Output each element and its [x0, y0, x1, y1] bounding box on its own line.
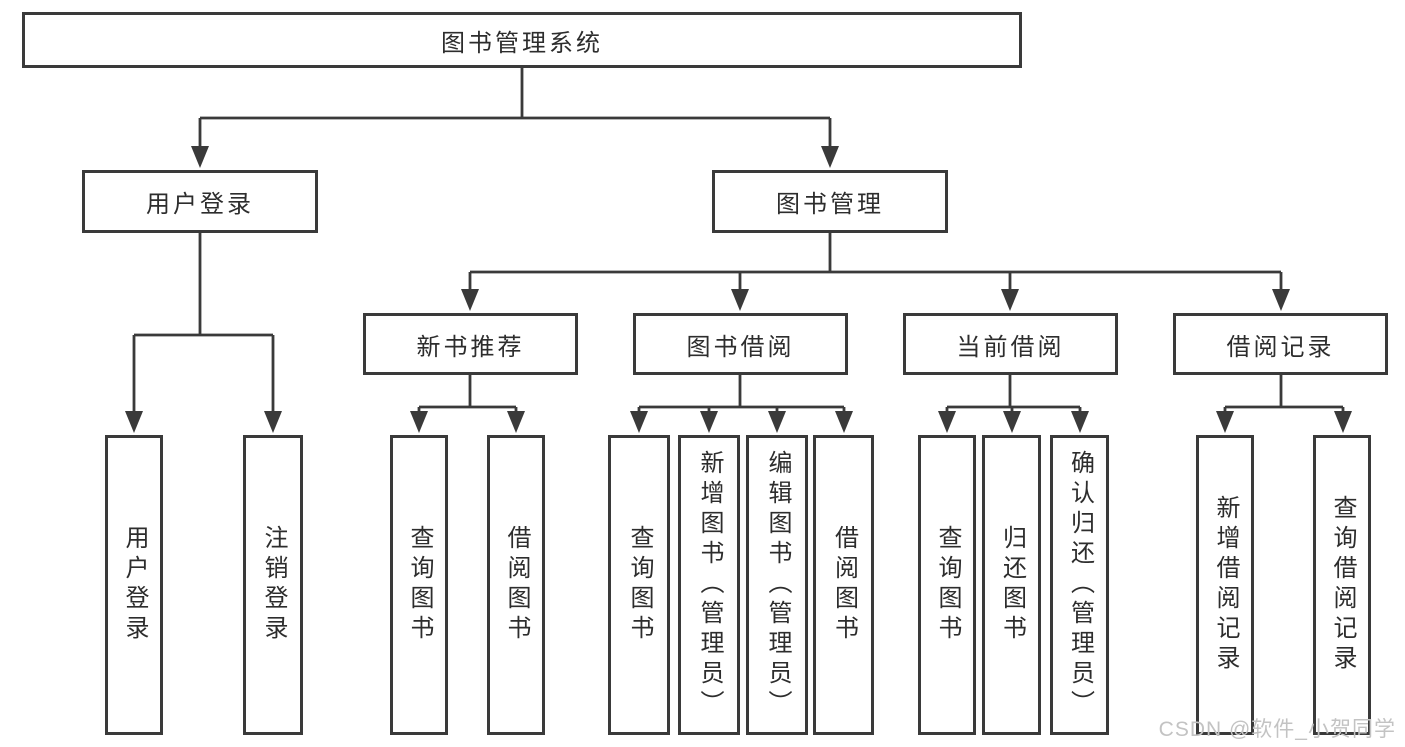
- leaf-query-books-1-label: 查询图书: [406, 525, 433, 645]
- arrowhead: [1334, 411, 1352, 433]
- arrowhead: [125, 411, 143, 433]
- leaf-query-books-3: 查询图书: [918, 435, 976, 735]
- leaf-query-books-1: 查询图书: [390, 435, 448, 735]
- leaf-query-borrow-record-label: 查询借阅记录: [1329, 495, 1356, 675]
- arrowhead: [1216, 411, 1234, 433]
- leaf-borrow-books-2: 借阅图书: [813, 435, 874, 735]
- arrowhead: [1001, 289, 1019, 311]
- arrowhead: [507, 411, 525, 433]
- leaf-user-login: 用户登录: [105, 435, 163, 735]
- leaf-query-books-3-label: 查询图书: [934, 525, 961, 645]
- node-book-borrow: 图书借阅: [633, 313, 848, 375]
- leaf-logout: 注销登录: [243, 435, 303, 735]
- leaf-add-borrow-record: 新增借阅记录: [1196, 435, 1254, 735]
- leaf-confirm-return-admin: 确认归还（管理员）: [1050, 435, 1109, 735]
- arrowhead: [1003, 411, 1021, 433]
- arrowhead: [191, 146, 209, 168]
- arrowhead: [821, 146, 839, 168]
- leaf-borrow-books-1: 借阅图书: [487, 435, 545, 735]
- leaf-return-books-label: 归还图书: [998, 525, 1026, 645]
- node-borrow-records: 借阅记录: [1173, 313, 1388, 375]
- arrowhead: [630, 411, 648, 433]
- arrowhead: [835, 411, 853, 433]
- leaf-query-books-2: 查询图书: [608, 435, 670, 735]
- node-current-borrow: 当前借阅: [903, 313, 1118, 375]
- arrowhead: [1272, 289, 1290, 311]
- leaf-borrow-books-1-label: 借阅图书: [503, 525, 530, 645]
- node-current-borrow-label: 当前借阅: [956, 333, 1065, 361]
- node-user-login-label: 用户登录: [146, 191, 254, 218]
- node-new-book-recommend: 新书推荐: [363, 313, 578, 375]
- leaf-borrow-books-2-label: 借阅图书: [830, 525, 858, 645]
- node-root-label: 图书管理系统: [441, 29, 603, 57]
- leaf-confirm-return-admin-label: 确认归还（管理员）: [1066, 450, 1094, 720]
- leaf-query-books-2-label: 查询图书: [626, 525, 653, 645]
- arrowhead: [461, 289, 479, 311]
- node-borrow-records-label: 借阅记录: [1226, 333, 1335, 361]
- leaf-add-books-admin-label: 新增图书（管理员）: [696, 450, 723, 720]
- arrowhead: [768, 411, 786, 433]
- leaf-add-borrow-record-label: 新增借阅记录: [1212, 495, 1239, 675]
- leaf-user-login-label: 用户登录: [121, 525, 148, 645]
- leaf-return-books: 归还图书: [982, 435, 1041, 735]
- leaf-logout-label: 注销登录: [260, 525, 287, 645]
- arrowhead: [938, 411, 956, 433]
- leaf-edit-books-admin: 编辑图书（管理员）: [746, 435, 808, 735]
- arrowhead: [264, 411, 282, 433]
- node-user-login: 用户登录: [82, 170, 318, 233]
- arrowhead: [731, 289, 749, 311]
- node-book-borrow-label: 图书借阅: [686, 333, 795, 361]
- leaf-edit-books-admin-label: 编辑图书（管理员）: [764, 450, 791, 720]
- arrowhead: [410, 411, 428, 433]
- leaf-add-books-admin: 新增图书（管理员）: [678, 435, 740, 735]
- node-book-management: 图书管理: [712, 170, 948, 233]
- leaf-query-borrow-record: 查询借阅记录: [1313, 435, 1371, 735]
- arrowhead: [700, 411, 718, 433]
- csdn-watermark: CSDN @软件_小贺同学: [1158, 718, 1396, 741]
- node-book-management-label: 图书管理: [776, 191, 884, 218]
- arrowhead: [1071, 411, 1089, 433]
- node-root: 图书管理系统: [22, 12, 1022, 68]
- node-new-book-recommend-label: 新书推荐: [416, 333, 525, 361]
